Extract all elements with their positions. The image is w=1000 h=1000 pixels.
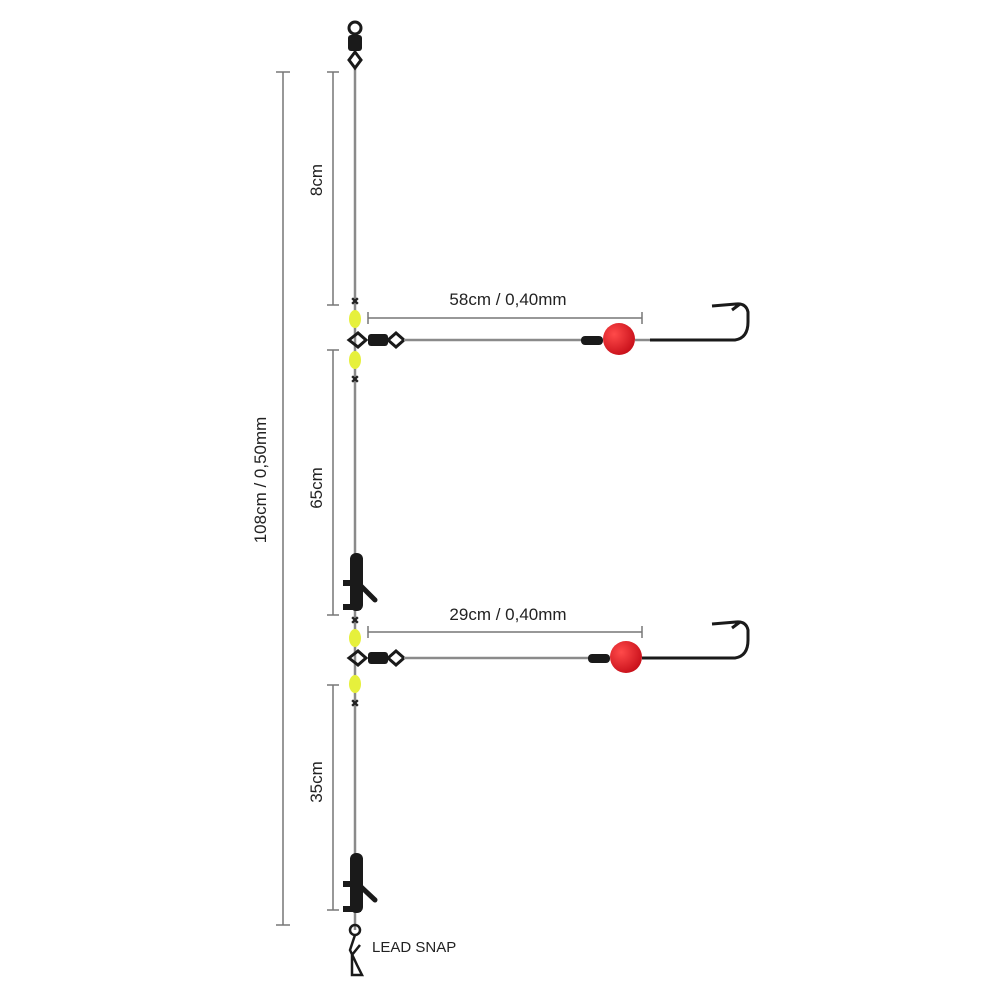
knot-icon: ✖ bbox=[350, 698, 359, 710]
knot-icon: ✖ bbox=[350, 296, 359, 308]
top-swivel-icon bbox=[347, 20, 363, 71]
top-section-dimension bbox=[327, 71, 339, 306]
middle-section-dimension bbox=[327, 349, 339, 616]
red-bead-icon bbox=[610, 641, 642, 673]
boom-icon bbox=[343, 853, 378, 913]
boom-icon bbox=[343, 553, 378, 611]
crimp-icon bbox=[588, 654, 610, 663]
yellow-bead-icon bbox=[349, 351, 361, 369]
yellow-bead-icon bbox=[349, 310, 361, 328]
total-length-dimension bbox=[276, 71, 290, 926]
lower-branch: ✖ ✖ 29cm / 0,40mm bbox=[346, 605, 750, 710]
swivel-icon bbox=[346, 331, 407, 349]
yellow-bead-icon bbox=[349, 675, 361, 693]
yellow-bead-icon bbox=[349, 629, 361, 647]
lead-snap-label: LEAD SNAP bbox=[372, 939, 456, 956]
middle-section-label: 65cm bbox=[307, 467, 326, 509]
lower-snood-label: 29cm / 0,40mm bbox=[449, 605, 566, 624]
bottom-section-label: 35cm bbox=[307, 761, 326, 803]
bottom-section-dimension bbox=[327, 684, 339, 911]
upper-branch: ✖ ✖ 58cm / 0,40mm bbox=[346, 290, 750, 386]
crimp-icon bbox=[581, 336, 603, 345]
upper-snood-label: 58cm / 0,40mm bbox=[449, 290, 566, 309]
swivel-icon bbox=[346, 649, 407, 667]
lead-snap-icon bbox=[348, 923, 365, 977]
red-bead-icon bbox=[603, 323, 635, 355]
total-length-label: 108cm / 0,50mm bbox=[251, 417, 270, 544]
top-section-label: 8cm bbox=[307, 164, 326, 196]
hook-icon bbox=[642, 620, 750, 660]
knot-icon: ✖ bbox=[350, 374, 359, 386]
hook-icon bbox=[650, 302, 750, 342]
knot-icon: ✖ bbox=[350, 615, 359, 627]
